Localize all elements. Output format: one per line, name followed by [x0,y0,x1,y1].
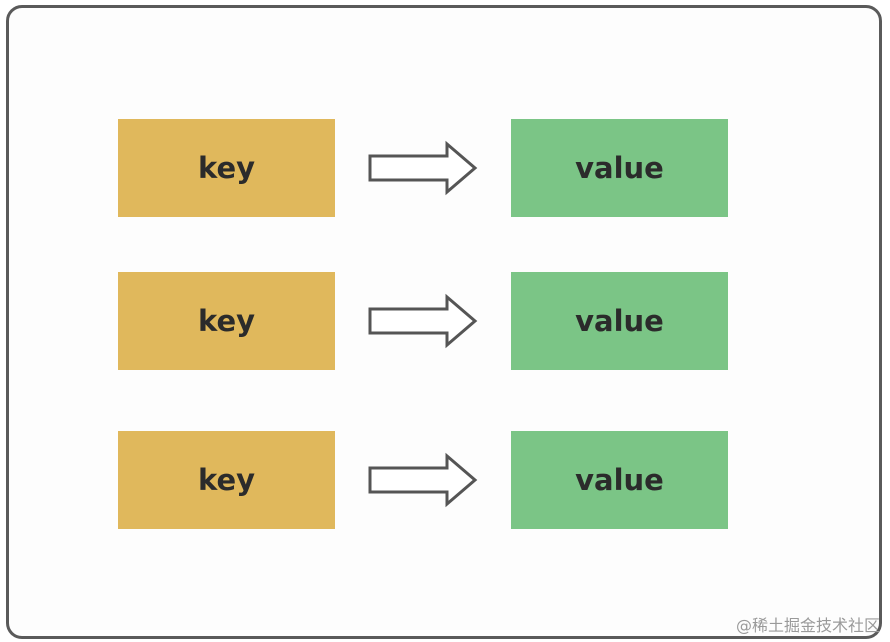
key-box-3: key [118,431,335,529]
value-box-2: value [511,272,728,370]
key-box-2: key [118,272,335,370]
key-box-1: key [118,119,335,217]
arrow-icon-2 [368,293,478,349]
value-box-3: value [511,431,728,529]
value-box-1: value [511,119,728,217]
arrow-icon-3 [368,452,478,508]
watermark: @稀土掘金技术社区 [735,616,880,635]
arrow-icon-1 [368,140,478,196]
